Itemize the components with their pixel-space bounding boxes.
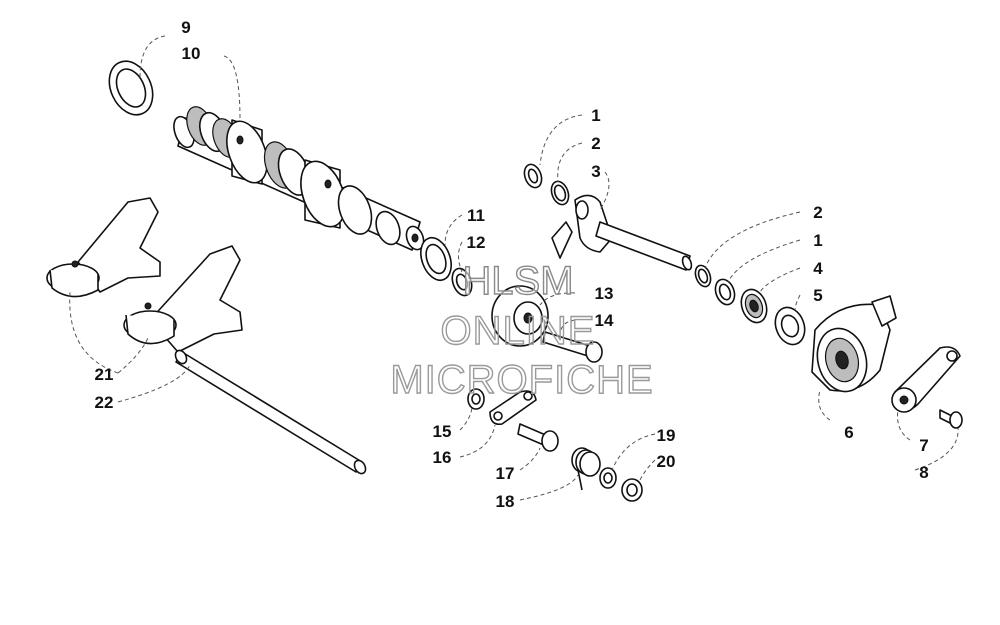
- callout-16: 16: [433, 448, 452, 467]
- washer-part-2-lower[interactable]: [693, 263, 714, 288]
- shift-shaft-part-3[interactable]: [551, 194, 693, 271]
- washer-part-9[interactable]: [101, 54, 161, 122]
- callout-2-upper: 2: [591, 134, 600, 153]
- callout-18: 18: [496, 492, 515, 511]
- callout-21: 21: [95, 365, 114, 384]
- washer-part-1-upper[interactable]: [521, 162, 544, 190]
- washer-part-2-upper[interactable]: [548, 179, 571, 207]
- callout-10: 10: [182, 44, 201, 63]
- shift-fork-part-21-upper[interactable]: [46, 197, 161, 298]
- watermark-line-3: MICROFICHE: [390, 358, 653, 402]
- callout-14: 14: [595, 311, 614, 330]
- shift-rod-part-22[interactable]: [173, 348, 368, 475]
- bearing-part-4[interactable]: [737, 286, 771, 326]
- callout-4: 4: [813, 259, 823, 278]
- callout-22: 22: [95, 393, 114, 412]
- callout-15: 15: [433, 422, 452, 441]
- nut-part-20[interactable]: [621, 478, 643, 502]
- callout-3: 3: [591, 162, 600, 181]
- callout-13: 13: [595, 284, 614, 303]
- callout-19: 19: [657, 426, 676, 445]
- watermark: HLSM ONLINE MICROFICHE: [390, 258, 654, 402]
- shift-drum-part-10[interactable]: [170, 103, 427, 252]
- pin-part-17[interactable]: [517, 423, 559, 452]
- callout-numbers: 9 10 1 2 3 11 12 2 1 4 5 13 14 6 7 8 21 …: [95, 18, 929, 511]
- callout-8: 8: [919, 463, 928, 482]
- washer-part-15[interactable]: [467, 388, 485, 410]
- callout-7: 7: [919, 436, 928, 455]
- washer-part-12[interactable]: [449, 266, 475, 298]
- callout-17: 17: [496, 464, 515, 483]
- washer-part-19[interactable]: [599, 467, 617, 489]
- washer-part-1-lower[interactable]: [712, 277, 738, 308]
- shift-gear-part-13[interactable]: [491, 285, 549, 347]
- gear-position-sensor-part-6[interactable]: [811, 295, 897, 397]
- callout-12: 12: [467, 233, 486, 252]
- callout-1-upper: 1: [591, 106, 600, 125]
- callout-11: 11: [467, 206, 485, 225]
- callout-20: 20: [657, 452, 676, 471]
- callout-6: 6: [844, 423, 853, 442]
- shift-fork-part-21-lower[interactable]: [123, 245, 243, 353]
- washer-part-11[interactable]: [415, 234, 456, 285]
- bolt-part-8[interactable]: [939, 409, 963, 429]
- watermark-line-1: HLSM: [462, 259, 573, 303]
- seal-part-5[interactable]: [770, 303, 809, 348]
- shift-arm-part-7[interactable]: [891, 346, 961, 413]
- leader-lines: [69, 35, 959, 501]
- bolt-part-14[interactable]: [542, 331, 603, 363]
- callout-5: 5: [813, 286, 822, 305]
- watermark-line-2: ONLINE: [441, 309, 596, 353]
- callout-2-lower: 2: [813, 203, 822, 222]
- callout-9: 9: [181, 18, 190, 37]
- callout-1-lower: 1: [813, 231, 822, 250]
- spring-part-18[interactable]: [571, 447, 601, 491]
- stopper-lever-part-16[interactable]: [489, 390, 537, 426]
